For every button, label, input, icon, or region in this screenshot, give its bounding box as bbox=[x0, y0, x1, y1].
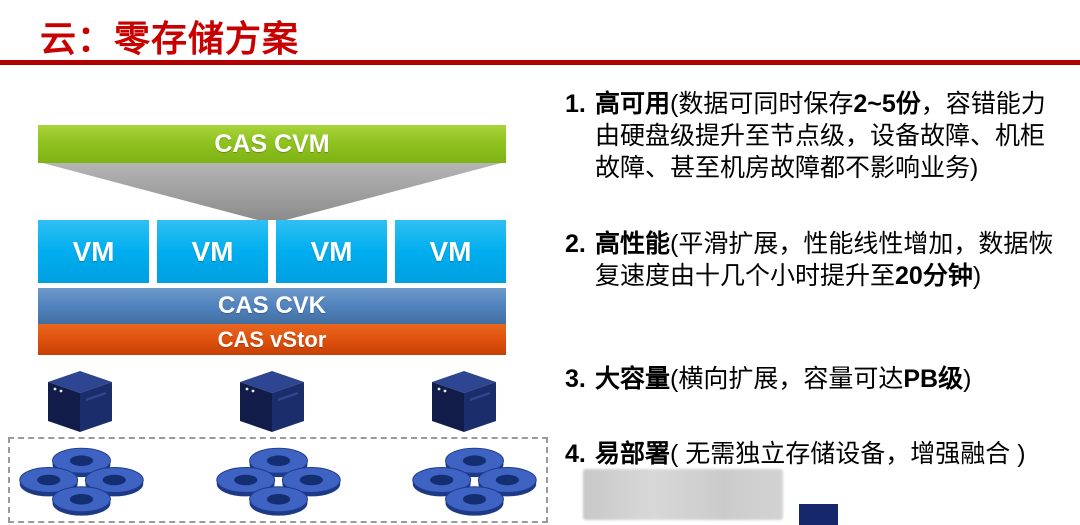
disk-cluster-icon bbox=[412, 447, 537, 516]
architecture-diagram: CAS CVM VM VM VM VM CAS CVK CAS vStor bbox=[38, 125, 506, 434]
feature-desc: (横向扩展，容量可达 bbox=[670, 365, 904, 393]
cas-vstor-label: CAS vStor bbox=[217, 326, 327, 352]
disk-cluster-icon bbox=[215, 447, 341, 516]
feature-desc: ，容错能力由硬盘级提升至节点级，设备故障、机柜故障、甚至机房故障都不影响业务) bbox=[595, 90, 1046, 182]
feature-title: 大容量 bbox=[595, 365, 671, 393]
vm-box: VM bbox=[38, 220, 149, 283]
feature-item-4: 4. 易部署( 无需独立存储设备，增强融合 ) bbox=[565, 438, 1065, 470]
title-underline bbox=[0, 60, 1080, 65]
feature-emphasis: PB级 bbox=[903, 365, 964, 393]
watermark bbox=[583, 469, 783, 520]
vm-box: VM bbox=[395, 220, 506, 283]
vm-box: VM bbox=[157, 220, 268, 283]
feature-emphasis: 20分钟 bbox=[895, 262, 973, 290]
vm-box: VM bbox=[276, 220, 387, 283]
cas-vstor-bar: CAS vStor bbox=[38, 324, 506, 355]
watermark-block bbox=[799, 504, 838, 525]
cas-cvk-label: CAS CVK bbox=[217, 292, 326, 319]
vm-row: VM VM VM VM bbox=[38, 220, 506, 283]
feature-item-1: 1. 高可用(数据可同时保存2~5份，容错能力由硬盘级提升至节点级，设备故障、机… bbox=[565, 88, 1065, 184]
server-icon bbox=[48, 371, 112, 432]
feature-desc: ( 无需独立存储设备，增强融合 ) bbox=[670, 440, 1026, 468]
feature-desc: ) bbox=[963, 365, 972, 393]
vm-label: VM bbox=[191, 235, 234, 267]
feature-title: 高性能 bbox=[595, 230, 671, 258]
feature-emphasis: 2~5份 bbox=[853, 90, 921, 118]
feature-text: 高可用(数据可同时保存2~5份，容错能力由硬盘级提升至节点级，设备故障、机柜故障… bbox=[595, 90, 1046, 182]
cas-cvm-bar: CAS CVM bbox=[38, 125, 506, 163]
feature-number: 2. bbox=[565, 230, 586, 258]
cas-cvm-label: CAS CVM bbox=[214, 129, 330, 158]
feature-text: 高性能(平滑扩展，性能线性增加，数据恢复速度由十几个小时提升至20分钟) bbox=[595, 230, 1053, 290]
feature-desc: (数据可同时保存 bbox=[670, 90, 854, 118]
feature-desc: ) bbox=[972, 262, 982, 290]
page-title: 云：零存储方案 bbox=[40, 18, 300, 59]
vm-label: VM bbox=[72, 235, 115, 267]
server-icon bbox=[432, 371, 496, 432]
cas-cvk-bar: CAS CVK bbox=[38, 288, 506, 324]
feature-item-3: 3. 大容量(横向扩展，容量可达PB级) bbox=[565, 363, 1065, 395]
feature-text: 易部署( 无需独立存储设备，增强融合 ) bbox=[595, 440, 1026, 468]
feature-number: 3. bbox=[565, 365, 586, 393]
feature-number: 1. bbox=[565, 90, 586, 118]
funnel-shape bbox=[42, 163, 502, 220]
feature-title: 易部署 bbox=[595, 440, 671, 468]
feature-title: 高可用 bbox=[595, 90, 671, 118]
feature-item-2: 2. 高性能(平滑扩展，性能线性增加，数据恢复速度由十几个小时提升至20分钟) bbox=[565, 228, 1065, 292]
storage-pool-box bbox=[8, 437, 548, 523]
feature-desc: (平滑扩展，性能线性增加，数据恢复速度由十几个小时提升至 bbox=[595, 230, 1054, 290]
vm-label: VM bbox=[429, 235, 472, 267]
feature-text: 大容量(横向扩展，容量可达PB级) bbox=[595, 365, 971, 393]
feature-number: 4. bbox=[565, 440, 586, 468]
server-icon bbox=[240, 371, 304, 432]
disk-cluster-icon bbox=[19, 447, 144, 516]
server-row bbox=[38, 368, 506, 434]
vm-label: VM bbox=[310, 235, 353, 267]
